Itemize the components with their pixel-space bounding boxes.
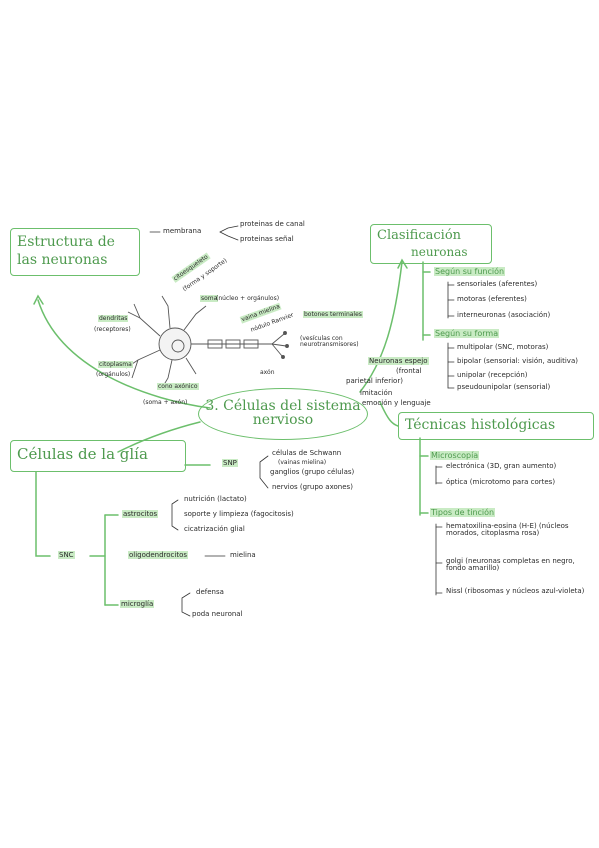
espejo-heading: Neuronas espejo (368, 357, 429, 365)
espejo-item: emoción y lenguaje (362, 399, 431, 407)
soma-note: (núcleo + orgánulos) (216, 295, 280, 302)
clasificacion-title-line1: Clasificación (377, 228, 462, 243)
tincion-item: golgi (neuronas completas en negro, fond… (446, 557, 575, 573)
glia-box: Células de la glía (10, 440, 186, 472)
cono-note: (soma + axón) (143, 399, 188, 406)
estructura-title-line1: Estructura de (17, 234, 115, 250)
proteinas-canal: proteinas de canal (240, 220, 305, 228)
microscopia-heading: Microscopía (430, 451, 480, 460)
clasificacion-title-line2: neuronas (411, 245, 468, 259)
funcion-item: sensoriales (aferentes) (457, 280, 538, 288)
citoplasma-label: citoplasma (98, 361, 133, 368)
microglia-label: microglía (120, 600, 155, 608)
schwann-note: (vainas mielina) (278, 459, 327, 466)
ganglios-label: ganglios (grupo células) (270, 468, 355, 476)
astro-item: nutrición (lactato) (184, 495, 247, 503)
forma-heading: Según su forma (434, 329, 500, 338)
astrocitos-label: astrocitos (122, 510, 159, 518)
espejo-item: (frontal (396, 367, 422, 375)
funcion-item: interneuronas (asociación) (457, 311, 551, 319)
microglia-item: poda neuronal (192, 610, 243, 618)
axon-label: axón (260, 369, 275, 376)
forma-item: pseudounipolar (sensorial) (457, 383, 551, 391)
forma-item: multipolar (SNC, motoras) (457, 343, 549, 351)
central-title: 3. Células del sistema nervioso (205, 398, 361, 428)
funcion-heading: Según su función (434, 267, 506, 276)
espejo-item: parietal inferior) (346, 377, 403, 385)
dendritas-label: dendritas (98, 315, 129, 322)
micro-item: óptica (microtomo para cortes) (446, 478, 556, 486)
espejo-item: imitación (360, 389, 393, 397)
estructura-box: Estructura de las neuronas (10, 228, 140, 276)
tecnicas-title: Técnicas histológicas (405, 417, 556, 433)
microglia-item: defensa (196, 588, 224, 596)
snc-label: SNC (58, 551, 75, 559)
neuron-illustration (125, 295, 289, 389)
oligo-item: mielina (230, 551, 256, 559)
tincion-heading: Tipos de tinción (430, 508, 496, 517)
forma-item: bipolar (sensorial: visión, auditiva) (457, 357, 578, 365)
nervios-label: nervios (grupo axones) (272, 483, 353, 491)
citoplasma-note: (orgánulos) (96, 371, 131, 378)
central-topic: 3. Células del sistema nervioso (198, 388, 368, 440)
forma-item: unipolar (recepción) (457, 371, 528, 379)
botones-label: botones terminales (303, 311, 363, 318)
astro-item: soporte y limpieza (fagocitosis) (184, 510, 294, 518)
soma-label: soma (200, 295, 219, 302)
micro-item: electrónica (3D, gran aumento) (446, 462, 557, 470)
tincion-item: Nissl (ribosomas y núcleos azul-violeta) (446, 587, 585, 595)
schwann-label: células de Schwann (272, 449, 342, 457)
glia-title: Células de la glía (17, 445, 148, 463)
proteinas-senal: proteinas señal (240, 235, 294, 243)
clasificacion-box: Clasificación neuronas (370, 224, 492, 264)
botones-note: (vesículas con neurotransmisores) (300, 335, 359, 349)
snp-label: SNP (222, 459, 238, 467)
funcion-item: motoras (eferentes) (457, 295, 527, 303)
cono-label: cono axónico (157, 383, 199, 390)
membrana-label: membrana (163, 227, 202, 235)
oligo-label: oligodendrocitos (128, 551, 189, 559)
tecnicas-box: Técnicas histológicas (398, 412, 594, 440)
astro-item: cicatrización glial (184, 525, 245, 533)
dendritas-note: (receptores) (94, 326, 131, 333)
tincion-item: hematoxilina-eosina (H-E) (núcleos morad… (446, 522, 569, 538)
estructura-title-line2: las neuronas (17, 252, 108, 268)
